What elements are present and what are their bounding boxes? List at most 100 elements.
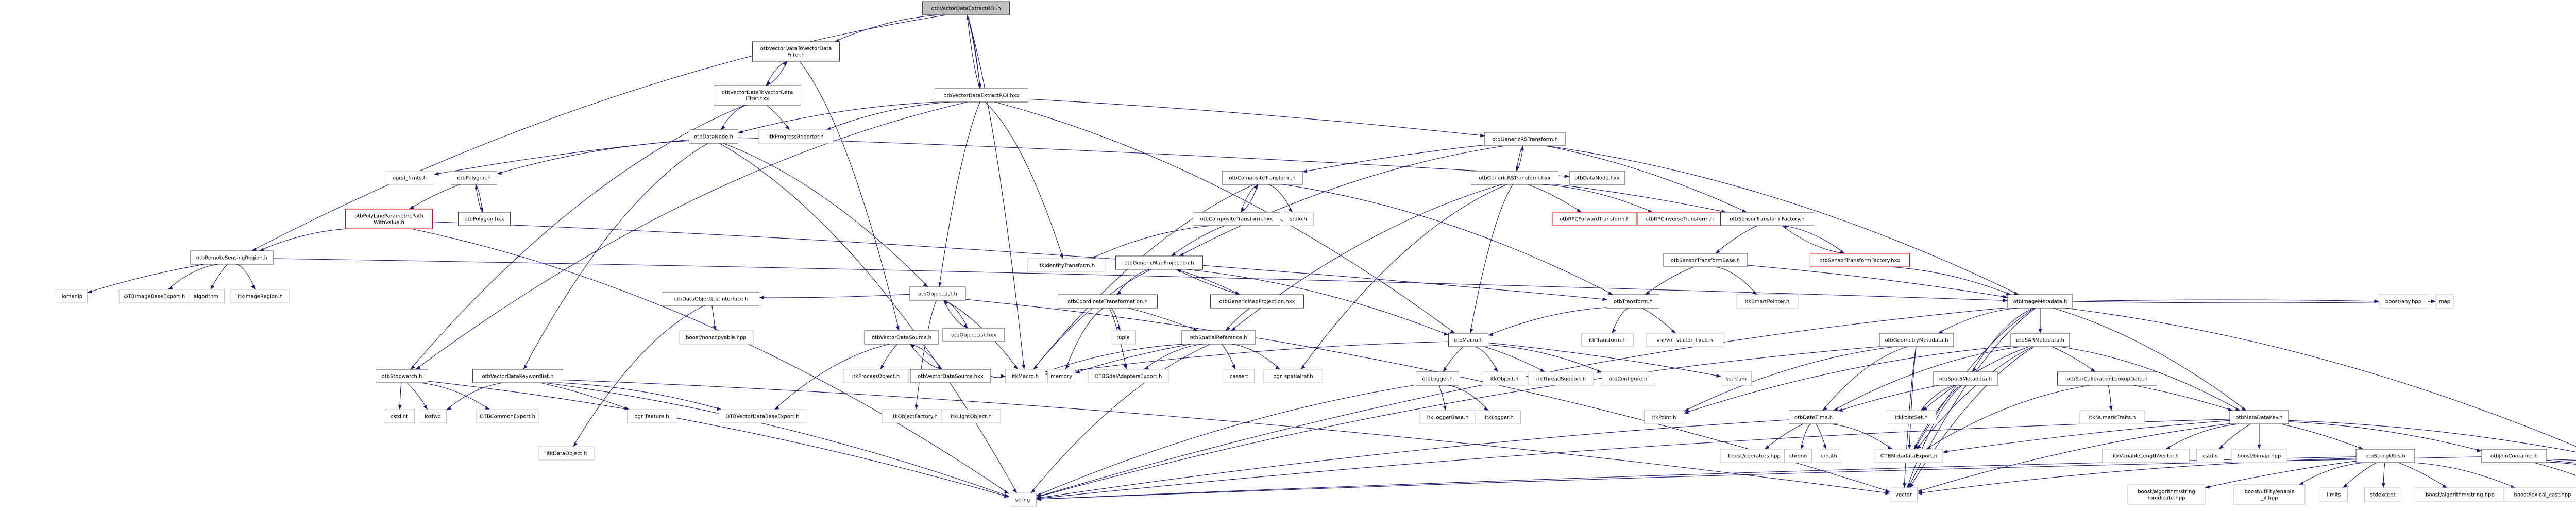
graph-node-grst_h[interactable]: otbGenericRSTransform.h (1484, 132, 1566, 146)
graph-node-spot5[interactable]: otbSpot5Metadata.h (1933, 371, 1998, 386)
graph-node-stringutils[interactable]: otbStringUtils.h (2355, 449, 2415, 463)
graph-node-datanode_hxx[interactable]: otbDataNode.hxx (1569, 171, 1625, 185)
graph-node-stf_hxx[interactable]: otbSensorTransformFactory.hxx (1810, 253, 1910, 267)
graph-node-stopwatch[interactable]: otbStopwatch.h (376, 369, 428, 383)
graph-node-stf_h[interactable]: otbSensorTransformFactory.h (1720, 212, 1814, 226)
node-label: OTBMetadataExport.h (1880, 454, 1937, 459)
edge-composite_h-to-itkmacro (1033, 184, 1255, 370)
graph-node-metadatakey[interactable]: otbMetaDataKey.h (2229, 410, 2289, 424)
graph-node-geommeta[interactable]: otbGeometryMetadata.h (1879, 333, 1954, 347)
graph-node-datanode_h[interactable]: otbDataNode.h (689, 129, 738, 144)
graph-node-otbmacro[interactable]: otbMacro.h (1448, 333, 1488, 347)
graph-node-rpcfwd[interactable]: otbRPCForwardTransform.h (1552, 212, 1637, 226)
edge-gmp_hxx-to-gmp_h (1176, 269, 1241, 295)
graph-node-gmp_h[interactable]: otbGenericMapProjection.h (1115, 256, 1203, 270)
node-label: WithValue.h (374, 220, 404, 226)
node-label: OTBCommonExport.h (480, 414, 535, 420)
node-label: tuple (1116, 335, 1130, 341)
edge-gmp_hxx-to-spatialref (1225, 308, 1250, 331)
arrowhead-icon (1012, 488, 1017, 493)
graph-node-polygon_hxx[interactable]: otbPolygon.hxx (458, 212, 511, 226)
graph-node-polygon_h[interactable]: otbPolygon.h (451, 171, 497, 185)
edge-coordtrans-to-spatialref (1128, 308, 1198, 331)
node-box (922, 1, 1010, 15)
arrowhead-icon (2431, 299, 2436, 303)
graph-node-vderoi_hxx[interactable]: otbVectorDataExtractROI.hxx (935, 88, 1028, 103)
node-box (419, 409, 447, 423)
node-label: otbVectorDataExtractROI.hxx (943, 93, 1019, 99)
graph-node-joincontainer[interactable]: otbJoinContainer.h (2481, 449, 2547, 463)
arrowhead-icon (1716, 373, 1721, 378)
graph-node-spatialref[interactable]: otbSpatialReference.h (1181, 330, 1256, 345)
graph-node-sarcal[interactable]: otbSarCalibrationLookupData.h (2057, 371, 2157, 386)
arrowhead-icon (423, 404, 428, 410)
node-label: otbGenericMapProjection.hxx (1219, 299, 1295, 305)
graph-node-composite_hxx[interactable]: otbCompositeTransform.hxx (1193, 212, 1280, 226)
node-label: itkTransform.h (1589, 338, 1626, 344)
arrowhead-icon (1903, 483, 1907, 488)
arrowhead-icon (2003, 298, 2008, 302)
graph-node-imgmeta[interactable]: otbImageMetadata.h (2007, 294, 2073, 309)
node-label: limits (2327, 492, 2341, 498)
edge-vderoi_hxx-to-otbmacro (994, 101, 1455, 334)
edge-sarcal-to-metadatakey (2133, 385, 2233, 411)
graph-node-vdkwl[interactable]: otbVectorDataKeywordlist.h (472, 369, 563, 383)
graph-node-rsregion[interactable]: otbRemoteSensingRegion.h (190, 250, 274, 265)
graph-node-otbcommonexport: OTBCommonExport.h (476, 409, 539, 423)
edge-stringutils-to-limits (2342, 462, 2377, 488)
graph-node-gmp_hxx[interactable]: otbGenericMapProjection.hxx (1210, 294, 1304, 309)
graph-node-rpcinv[interactable]: otbRPCInverseTransform.h (1637, 212, 1722, 226)
node-label: OTBVectorDataBaseExport.h (726, 414, 800, 420)
node-label: memory (1050, 374, 1072, 380)
graph-node-datetime[interactable]: otbDateTime.h (1789, 410, 1838, 424)
arrowhead-icon (923, 282, 928, 287)
graph-node-vdsource_hxx[interactable]: otbVectorDataSource.hxx (910, 369, 991, 383)
graph-node-vdsource_h[interactable]: otbVectorDataSource.h (864, 330, 939, 345)
graph-node-processobject: itkProcessObject.h (843, 369, 909, 383)
graph-node-objectlist_h[interactable]: otbObjectList.h (909, 286, 966, 301)
edge-imgmeta-to-geommeta (1938, 308, 2019, 334)
edge-grst_hxx-to-rpcinv (1541, 184, 1653, 213)
graph-node-transform_h[interactable]: otbTransform.h (1607, 294, 1659, 309)
node-label: cassert (1230, 374, 1248, 380)
graph-node-sstream: sstream (1721, 371, 1752, 386)
arrowhead-icon (1144, 366, 1149, 369)
arrowhead-icon (1443, 332, 1449, 336)
arrowhead-icon (1887, 446, 1892, 449)
edge-spot5-to-otbmetaexport (1913, 385, 1961, 450)
node-label: otbMacro.h (1454, 338, 1483, 344)
node-box (538, 446, 595, 461)
graph-node-logger[interactable]: otbLogger.h (1416, 371, 1459, 386)
edge-vdkwl-to-string (545, 382, 1009, 497)
node-label: otbDataNode.h (694, 134, 733, 140)
edge-vdtvdf_hxx-to-vdtvdf_h (766, 61, 788, 86)
node-label: iosfwd (425, 414, 441, 420)
graph-node-dolif[interactable]: otbDataObjectListInterface.h (663, 292, 759, 306)
graph-node-grst_hxx[interactable]: otbGenericRSTransform.hxx (1471, 171, 1558, 185)
node-label: otbVectorDataSource.h (872, 335, 931, 341)
graph-node-stb[interactable]: otbSensorTransformBase.h (1663, 253, 1748, 267)
node-box (2010, 333, 2070, 347)
graph-node-tuple: tuple (1111, 330, 1136, 345)
edge-root-to-vderoi_hxx (967, 14, 981, 89)
graph-node-composite_h[interactable]: otbCompositeTransform.h (1222, 171, 1303, 185)
graph-node-root[interactable]: otbVectorDataExtractROI.h (922, 1, 1010, 15)
graph-node-coordtrans[interactable]: otbCoordinateTransformation.h (1058, 294, 1158, 309)
arrowhead-icon (1833, 407, 1838, 411)
graph-node-objectlist_hxx[interactable]: otbObjectList.hxx (942, 328, 1005, 342)
arrowhead-icon (1823, 444, 1826, 449)
arrowhead-icon (713, 326, 717, 331)
node-label: cstdio (2202, 454, 2218, 459)
arrowhead-icon (937, 365, 942, 369)
arrowhead-icon (1013, 365, 1019, 369)
arrowhead-icon (2235, 407, 2241, 411)
arrowhead-icon (2165, 446, 2171, 450)
node-label: boost/noncopyable.hpp (686, 335, 746, 341)
graph-node-sarmeta[interactable]: otbSARMetadata.h (2010, 333, 2070, 347)
graph-node-itklightobject: itkLightObject.h (941, 409, 1001, 423)
edge-datanode_h-to-string (719, 143, 1018, 493)
edge-grst_hxx-to-ogrspatialref (1300, 184, 1507, 370)
